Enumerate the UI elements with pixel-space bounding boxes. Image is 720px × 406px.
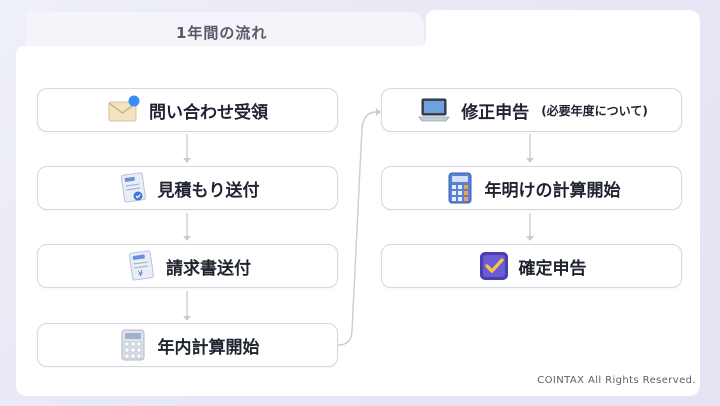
step-estimate: 見積もり送付 — [37, 166, 338, 210]
calculator-blue-icon — [448, 172, 471, 204]
step-invoice: ¥ 請求書送付 — [37, 244, 338, 288]
step-label: 年明けの計算開始 — [484, 180, 621, 201]
step-amended-return: 修正申告 (必要年度について) — [381, 88, 682, 132]
page-title: 1年間の流れ — [176, 24, 268, 42]
step-label: 見積もり送付 — [157, 180, 260, 201]
step-label: 請求書送付 — [166, 258, 251, 279]
svg-text:¥: ¥ — [137, 269, 143, 279]
step-note: (必要年度について) — [541, 103, 648, 118]
step-year-end-calc: 年内計算開始 — [37, 323, 338, 367]
step-label: 確定申告 — [518, 258, 587, 279]
invoice-document-icon: ¥ — [128, 250, 154, 281]
step-final-return: 確定申告 — [381, 244, 682, 288]
checkbox-icon — [479, 252, 508, 280]
envelope-icon — [108, 95, 140, 122]
copyright-text: COINTAX All Rights Reserved. — [537, 375, 696, 386]
laptop-icon — [418, 98, 450, 122]
estimate-document-icon — [120, 172, 146, 203]
calculator-icon — [121, 329, 144, 361]
step-label: 修正申告 — [461, 102, 530, 123]
step-inquiry: 問い合わせ受領 — [37, 88, 338, 132]
step-label: 問い合わせ受領 — [149, 102, 268, 123]
step-label: 年内計算開始 — [157, 337, 260, 358]
step-new-year-calc: 年明けの計算開始 — [381, 166, 682, 210]
